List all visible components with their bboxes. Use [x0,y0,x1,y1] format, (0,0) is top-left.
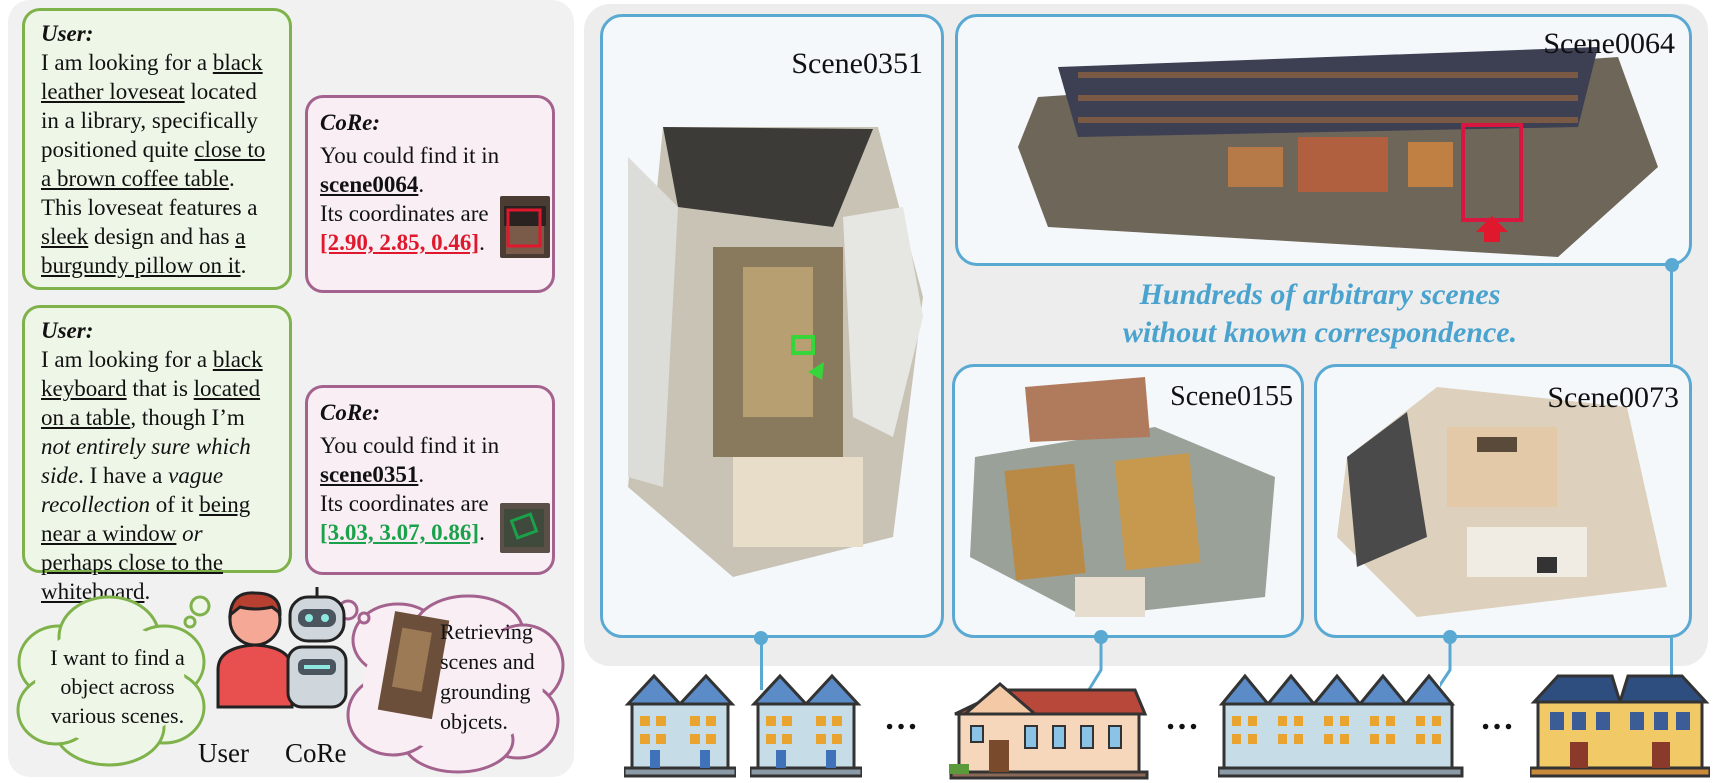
answer-line: You could find it in [320,433,500,458]
scene-pointcloud [970,377,1275,617]
bookshelf-building-icon [1218,673,1464,778]
core-answer-2: CoRe: You could find it in scene0351. It… [305,385,555,575]
caption-line: Hundreds of arbitrary scenes [1139,278,1501,311]
scene-pointcloud [1018,47,1658,257]
core-answer-1: CoRe: You could find it in scene0064. It… [305,95,555,293]
scene-id: scene0064 [320,172,419,197]
query-segment: vague recollection [41,463,224,517]
scene-card-0155: Scene0155 [952,364,1304,638]
library-building-icon [1530,674,1710,778]
caption: Hundreds of arbitrary scenes without kno… [1000,276,1640,352]
query-segment: design and has [88,224,236,249]
query-segment: that is [126,376,194,401]
answer-line: Its coordinates are [320,491,489,516]
query-segment: , though I’m [130,405,245,430]
scene-card-0064: Scene0064 [955,14,1692,266]
answer-line: You could find it in [320,143,500,168]
connector-line [760,638,763,690]
bookshelf-building-icon [624,673,736,778]
user-label: User [198,738,249,768]
core-label: CoRe [285,738,347,768]
coordinates: [3.03, 3.07, 0.86] [320,520,480,545]
query-segment: black keyboard [41,347,263,401]
coordinates: [2.90, 2.85, 0.46] [320,230,480,255]
scene-card-0351: Scene0351 [600,14,944,638]
query-segment: sleek [41,224,89,249]
connector-dot [754,631,768,645]
scene-id: scene0351 [320,462,419,487]
scene-card-0073: Scene0073 [1314,364,1692,638]
query-segment: of it [150,492,200,517]
query-segment: I am looking for a [41,50,213,75]
user-thought-cloud [16,595,211,767]
query-segment: . I have a [78,463,169,488]
user-role-label: User: [41,21,94,46]
scene-label: Scene0064 [1543,27,1675,60]
query-segment: not entirely sure which side [41,434,251,488]
object-thumbnail [500,196,550,258]
robot-icon [286,587,348,709]
scene-pointcloud [1337,387,1667,617]
user-query-text: I am looking for a black leather lovesea… [41,48,277,280]
connector-line [1670,638,1673,690]
user-query-1: User: I am looking for a black leather l… [22,8,292,290]
house-icon [949,682,1149,780]
scene-label: Scene0351 [791,47,923,80]
connector-line [1670,266,1673,364]
connector-line [1440,630,1457,688]
ellipsis: … [884,700,921,737]
user-thought-text: I want to find a object across various s… [50,645,185,728]
bookshelf-building-icon [750,673,862,778]
object-thumbnail [500,503,550,553]
query-segment: . [240,253,247,278]
user-query-2: User: I am looking for a black keyboard … [22,305,292,604]
query-segment: a burgundy pillow on it [41,224,246,278]
query-segment: located in a library, specifically posit… [41,79,258,162]
core-thought-cloud [338,594,565,774]
core-role-label: CoRe: [320,110,381,135]
connector-dot [1665,258,1679,272]
ellipsis: … [1480,700,1517,737]
scene-pointcloud [628,127,923,577]
query-segment: . This loveseat features a [41,166,258,220]
ellipsis: … [1165,700,1202,737]
answer-line: Its coordinates are [320,201,489,226]
query-segment: or [182,521,203,546]
query-segment: located on a table [41,376,261,430]
query-segment: close to a brown coffee table [41,137,266,191]
scene-label: Scene0155 [1170,381,1293,412]
scene-label: Scene0073 [1547,381,1679,414]
core-thought-text: Retrieving scenes and grounding objcets. [440,619,535,734]
user-query-text: I am looking for a black keyboard that i… [41,345,277,606]
query-segment: being near a window [41,492,251,546]
query-segment: black leather loveseat [41,50,263,104]
caption-line: without known correspondence. [1122,316,1518,349]
query-segment: . [144,579,151,604]
core-role-label: CoRe: [320,400,381,425]
user-role-label: User: [41,318,94,343]
query-segment: I am looking for a [41,347,213,372]
